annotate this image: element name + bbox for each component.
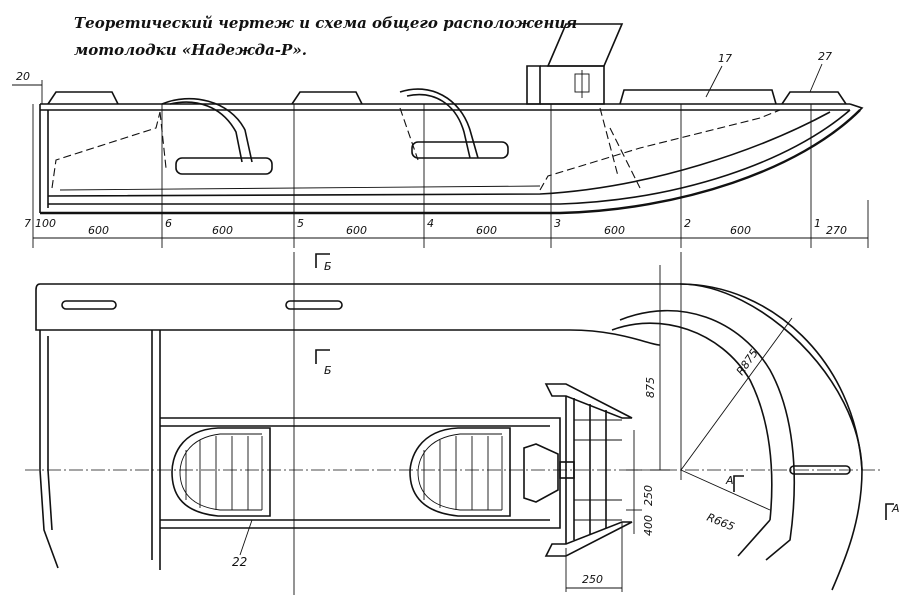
- station-1: 1: [814, 217, 821, 230]
- caption-line-2: мотолодки «Надежда-Р».: [74, 41, 307, 59]
- section-a-label-edge: А: [891, 502, 900, 515]
- station-7: 7: [24, 217, 31, 230]
- seat-aft: [171, 427, 271, 517]
- section-b-lower: Б: [324, 364, 332, 377]
- seat-fwd: [409, 427, 511, 517]
- section-b-upper: Б: [324, 260, 332, 273]
- dim-600-5: 600: [604, 224, 625, 237]
- r665-label: R665: [705, 511, 736, 534]
- dim-400-vertical: 400: [642, 515, 655, 536]
- dim-250-bottom: 250: [582, 573, 603, 586]
- station-6: 6: [165, 217, 172, 230]
- caption-line-1: Теоретический чертеж и схема общего расп…: [74, 14, 577, 32]
- callout-17: 17: [718, 52, 732, 65]
- dim-600-6: 600: [730, 224, 751, 237]
- callout-22: 22: [232, 555, 247, 569]
- dim-270: 270: [826, 224, 847, 237]
- dim-600-3: 600: [346, 224, 367, 237]
- station-2: 2: [684, 217, 691, 230]
- station-lines: [32, 104, 869, 248]
- station-4: 4: [427, 217, 434, 230]
- callout-27: 27: [818, 50, 832, 63]
- dim-600-1: 600: [88, 224, 109, 237]
- side-view: 20 17 27: [12, 23, 869, 273]
- station-5: 5: [297, 217, 304, 230]
- plan-view: 22 R875 875 R665 250 400 250: [25, 252, 900, 595]
- station-3: 3: [554, 217, 561, 230]
- dim-875: 875: [644, 377, 657, 398]
- dim-100: 100: [35, 217, 56, 230]
- section-a-label: А: [725, 474, 734, 487]
- dim-600-4: 600: [476, 224, 497, 237]
- dim-600-2: 600: [212, 224, 233, 237]
- callout-20: 20: [16, 70, 30, 83]
- dim-250-vertical: 250: [642, 485, 655, 506]
